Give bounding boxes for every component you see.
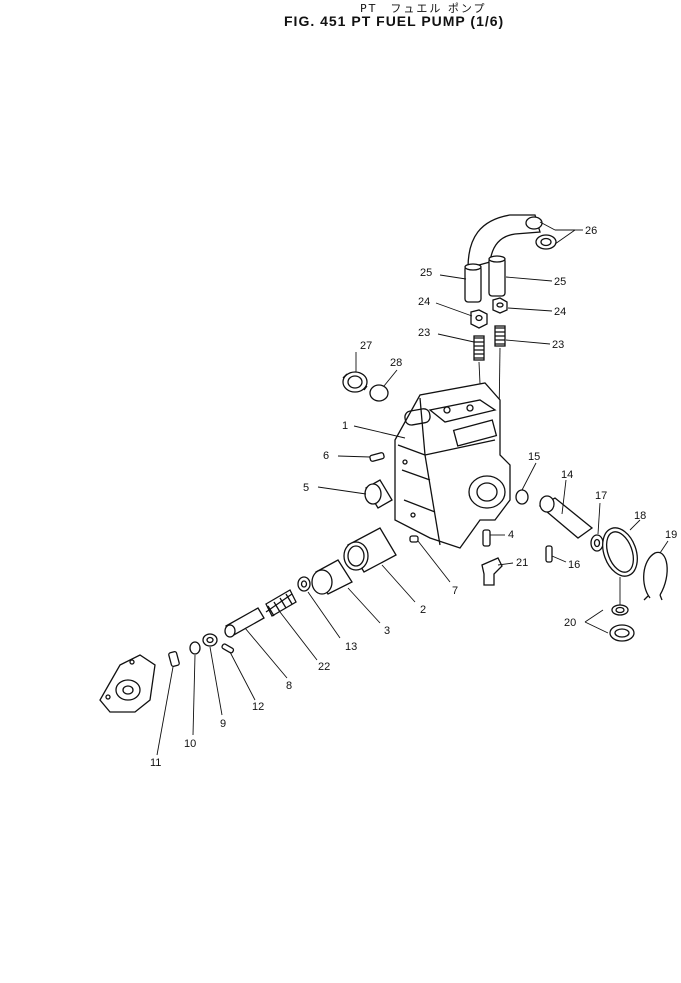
- leader-lines: [156, 221, 669, 756]
- callout-14: 14: [561, 469, 573, 481]
- callout-13: 13: [345, 641, 357, 653]
- part-19-snap-ring: [643, 551, 668, 601]
- part-4-pin: [482, 529, 491, 547]
- part-11-key: [168, 651, 180, 667]
- callout-8: 8: [286, 680, 292, 692]
- callout-18: 18: [634, 510, 646, 522]
- part-25-tubes: [464, 255, 506, 303]
- callout-23-right: 23: [552, 339, 564, 351]
- callout-21: 21: [516, 557, 528, 569]
- callout-12: 12: [252, 701, 264, 713]
- part-12-pin: [221, 643, 235, 654]
- callout-10: 10: [184, 738, 196, 750]
- callout-3: 3: [384, 625, 390, 637]
- part-28-o-ring: [369, 384, 389, 402]
- callout-6: 6: [323, 450, 329, 462]
- part-27-cap: [342, 371, 368, 393]
- part-1-housing: [394, 382, 511, 549]
- part-3-gear: [311, 559, 353, 595]
- callout-15: 15: [528, 451, 540, 463]
- callout-4: 4: [508, 529, 514, 541]
- part-20-seals: [609, 604, 635, 642]
- callout-2: 2: [420, 604, 426, 616]
- callout-24-right: 24: [554, 306, 566, 318]
- callout-23-left: 23: [418, 327, 430, 339]
- part-14-shaft: [538, 495, 594, 539]
- part-21-fitting: [481, 557, 503, 586]
- callout-26: 26: [585, 225, 597, 237]
- callout-labels: 26 25 25 24 24 23 23 27 28 1 6 5 15 14 1…: [150, 225, 677, 769]
- callout-9: 9: [220, 718, 226, 730]
- part-18-cover: [602, 527, 638, 605]
- part-7-dowel: [409, 535, 419, 543]
- part-6-pin: [369, 452, 385, 462]
- callout-25-left: 25: [420, 267, 432, 279]
- part-17-washer: [590, 534, 604, 552]
- part-10-washer: [189, 641, 201, 655]
- part-26-elbow-tube: [467, 214, 557, 269]
- callout-11: 11: [150, 757, 161, 769]
- drive-hub: [99, 654, 156, 713]
- callout-22: 22: [318, 661, 330, 673]
- callout-28: 28: [390, 357, 402, 369]
- part-15-o-ring: [515, 489, 529, 505]
- callout-19: 19: [665, 529, 677, 541]
- figure-title: FIG. 451 PT FUEL PUMP (1/6): [284, 13, 505, 29]
- callout-20: 20: [564, 617, 576, 629]
- callout-24-left: 24: [418, 296, 430, 308]
- figure-subtitle: PT フュエル ポンプ: [360, 2, 487, 15]
- callout-5: 5: [303, 482, 309, 494]
- part-5-bushing: [364, 479, 393, 509]
- part-8-shaft: [224, 607, 265, 638]
- part-24-nuts: [470, 297, 508, 329]
- part-2-sleeve: [343, 527, 397, 573]
- callout-16: 16: [568, 559, 580, 571]
- part-22-spring: [265, 589, 297, 617]
- callout-7: 7: [452, 585, 458, 597]
- callout-25-right: 25: [554, 276, 566, 288]
- part-13-washer: [297, 576, 311, 592]
- callout-27: 27: [360, 340, 372, 352]
- part-16-pin: [545, 545, 553, 563]
- callout-1: 1: [342, 420, 348, 432]
- callout-17: 17: [595, 490, 607, 502]
- part-9-nut: [202, 633, 218, 647]
